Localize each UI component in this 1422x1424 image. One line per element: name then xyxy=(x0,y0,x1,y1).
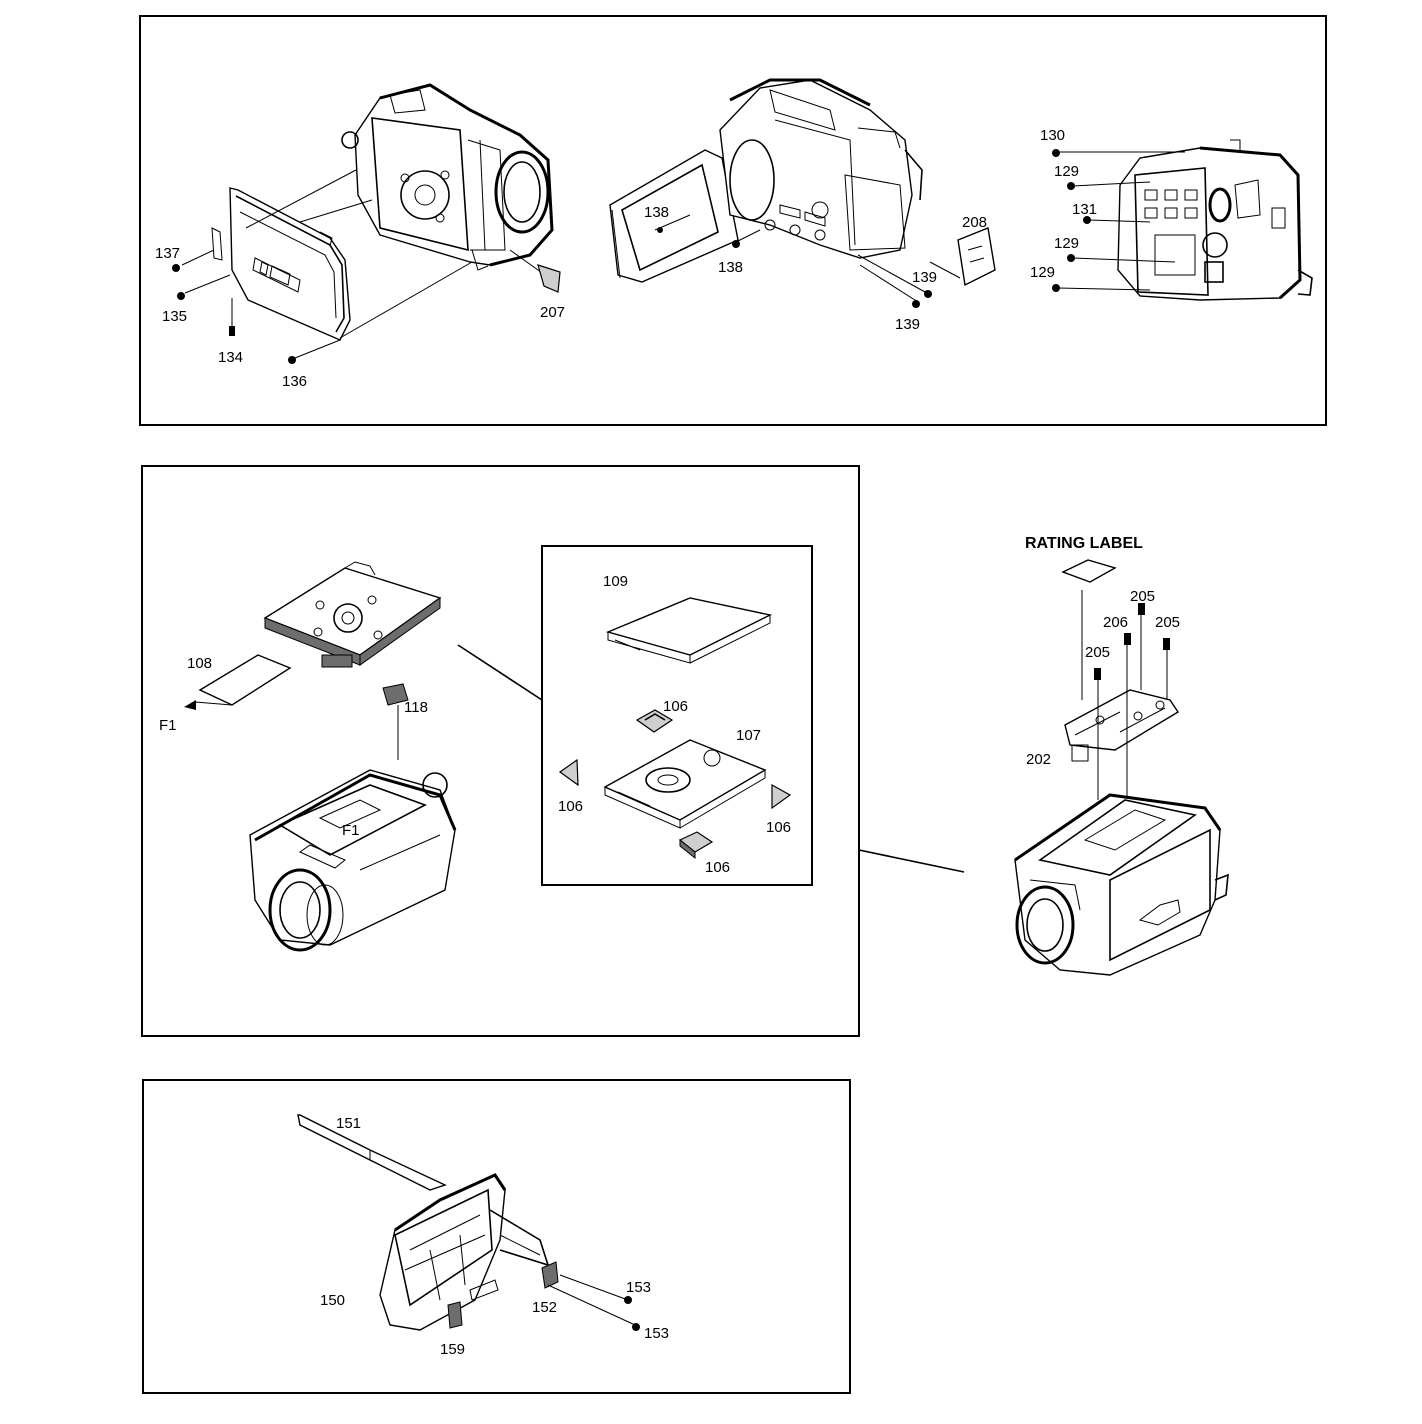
screw-icon-130 xyxy=(1052,149,1060,157)
side-cover-150 xyxy=(379,1173,550,1331)
screw-icon-139-b xyxy=(912,300,920,308)
part-label-208: 208 xyxy=(962,214,987,231)
arrow-icon-f1 xyxy=(184,700,196,710)
screw-icon-138-inner xyxy=(657,227,663,233)
screw-icon-129-b xyxy=(1067,254,1075,262)
bracket-208 xyxy=(957,227,996,287)
bracket-plate-202 xyxy=(1064,689,1179,762)
camcorder-top-view xyxy=(249,769,457,952)
camcorder-assembled-view xyxy=(1014,793,1229,976)
part-label-134: 134 xyxy=(218,349,243,366)
part-label-205-c: 205 xyxy=(1155,614,1180,631)
flex-cable-151 xyxy=(297,1114,447,1191)
panel-middle: 108 F1 118 F1 109 106 107 106 106 106 xyxy=(141,465,965,1037)
part-label-205-a: 205 xyxy=(1085,644,1110,661)
screw-icon-138 xyxy=(732,240,740,248)
part-label-f1-b: F1 xyxy=(342,822,360,839)
part-159 xyxy=(447,1301,463,1329)
screw-icon-129-a xyxy=(1067,182,1075,190)
part-label-118: 118 xyxy=(404,699,428,716)
screw-icon-131 xyxy=(1083,216,1091,224)
part-207 xyxy=(537,264,561,293)
part-label-106-d: 106 xyxy=(705,859,730,876)
part-label-138-b: 138 xyxy=(718,259,743,276)
hdd-detail-frame xyxy=(541,545,813,886)
part-label-107: 107 xyxy=(736,727,761,744)
part-label-106-c: 106 xyxy=(766,819,791,836)
part-label-207: 207 xyxy=(540,304,565,321)
rating-label-sticker xyxy=(1061,559,1117,583)
screw-icon-205-a xyxy=(1094,668,1101,680)
part-label-202: 202 xyxy=(1026,751,1051,768)
part-label-f1-a: F1 xyxy=(159,717,177,734)
part-118 xyxy=(382,683,409,706)
part-label-108: 108 xyxy=(187,655,212,672)
part-label-159: 159 xyxy=(440,1341,465,1358)
part-label-153-a: 153 xyxy=(626,1279,651,1296)
screw-icon-137 xyxy=(172,264,180,272)
part-label-129-a: 129 xyxy=(1054,163,1079,180)
part-label-205-b: 205 xyxy=(1130,588,1155,605)
fpc-108-part xyxy=(198,654,292,706)
part-label-131: 131 xyxy=(1072,201,1097,218)
screw-icon-135 xyxy=(177,292,185,300)
part-label-129-c: 129 xyxy=(1030,264,1055,281)
panel-top-frame xyxy=(139,15,1327,426)
part-label-109: 109 xyxy=(603,573,628,590)
screw-icon-205-c xyxy=(1163,638,1170,650)
cushion-106-left xyxy=(558,758,579,787)
screw-icon-153-b xyxy=(632,1323,640,1331)
part-label-137: 137 xyxy=(155,245,180,262)
hdd-bracket-part xyxy=(263,561,442,668)
screw-icon-134 xyxy=(229,326,235,336)
hinge-part-152 xyxy=(541,1261,559,1289)
part-label-151: 151 xyxy=(336,1115,361,1132)
panel-right: RATING LABEL xyxy=(1014,535,1229,976)
panel-bottom-frame xyxy=(142,1079,851,1394)
cushion-106-bottom xyxy=(678,831,714,860)
part-label-106-a: 106 xyxy=(663,698,688,715)
camcorder-body-front-view xyxy=(341,83,554,271)
screw-icon-205-b xyxy=(1138,603,1145,615)
part-label-153-b: 153 xyxy=(644,1325,669,1342)
screw-icon-139-a xyxy=(924,290,932,298)
rating-label-title: RATING LABEL xyxy=(1025,535,1143,552)
screw-icon-136 xyxy=(288,356,296,364)
callout-line-upper xyxy=(457,644,543,701)
part-label-130: 130 xyxy=(1040,127,1065,144)
part-label-139-a: 139 xyxy=(912,269,937,286)
cushion-106-top xyxy=(635,709,674,733)
part-label-206: 206 xyxy=(1103,614,1128,631)
part-label-138-a: 138 xyxy=(644,204,669,221)
part-label-135: 135 xyxy=(162,308,187,325)
panel-top: 137 135 134 136 207 138 138 208 139 139 … xyxy=(139,15,1327,426)
camcorder-lcd-open-view xyxy=(609,78,923,283)
part-label-139-b: 139 xyxy=(895,316,920,333)
part-label-129-b: 129 xyxy=(1054,235,1079,252)
screw-icon-153-a xyxy=(624,1296,632,1304)
front-cover-part xyxy=(211,187,351,341)
cushion-106-right xyxy=(771,783,792,810)
screw-icon-206 xyxy=(1124,633,1131,645)
part-label-136: 136 xyxy=(282,373,307,390)
part-label-152: 152 xyxy=(532,1299,557,1316)
part-label-106-b: 106 xyxy=(558,798,583,815)
callout-line-lower xyxy=(858,849,965,873)
screw-icon-129-c xyxy=(1052,284,1060,292)
panel-bottom: 151 150 152 153 153 159 xyxy=(142,1079,851,1394)
camcorder-rear-view xyxy=(1117,139,1313,301)
part-label-150: 150 xyxy=(320,1292,345,1309)
panel-middle-frame xyxy=(141,465,860,1037)
hdd-drive-107 xyxy=(603,739,767,829)
hdd-cover-109 xyxy=(605,597,773,664)
